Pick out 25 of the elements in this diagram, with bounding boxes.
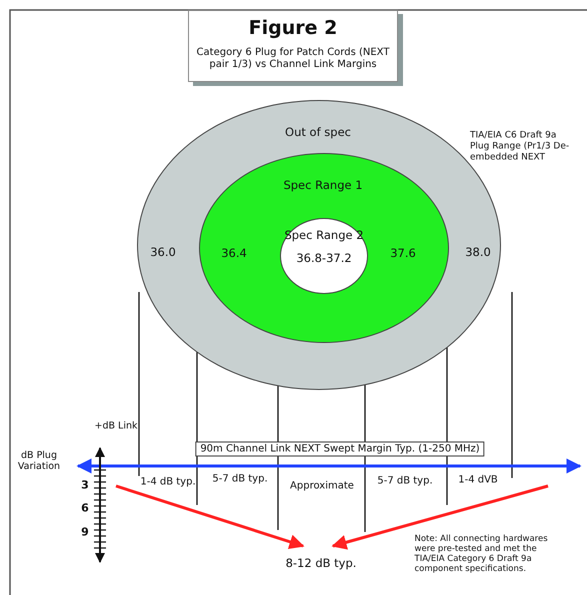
value-label: 37.6 (390, 246, 416, 260)
value-label: 36.4 (221, 246, 247, 260)
range-label: 5-7 dB typ. (212, 474, 268, 484)
value-label: 38.0 (465, 245, 491, 259)
subtitle: Category 6 Plug for Patch Cords (NEXT pair 1/3) vs Channel Link Margins (196, 47, 390, 71)
value-label: 36.0 (150, 245, 176, 259)
value-label: 36.8-37.2 (296, 251, 352, 265)
ring-label: Spec Range 1 (283, 178, 363, 192)
axis-label: dB Plug Variation (16, 450, 62, 472)
note: Note: All connecting hardwares were pre-tested and met the TIA/EIA Category 6 Draft 9a component specifications. (414, 534, 549, 574)
range-label: 1-4 dB typ. (140, 476, 196, 488)
ring-label: Out of spec (285, 125, 351, 139)
tick-label: 3 (81, 478, 89, 492)
axis-label: +dB Link (94, 420, 138, 432)
range-label: Approximate (290, 480, 354, 492)
arrow (116, 484, 304, 550)
range-label: 8-12 dB typ. (286, 556, 356, 570)
arrow (332, 484, 548, 550)
figure-title: Figure 2 (248, 17, 338, 39)
range-label: 5-7 dB typ. (377, 476, 433, 486)
margin-label: 90m Channel Link NEXT Swept Margin Typ. (1-250 MHz) (195, 442, 485, 456)
tick-label: 9 (81, 526, 89, 538)
tick-label: 6 (81, 502, 89, 514)
note: TIA/EIA C6 Draft 9a Plug Range (Pr1/3 De-embedded NEXT (470, 130, 570, 164)
range-label: 1-4 dVB (458, 474, 498, 486)
